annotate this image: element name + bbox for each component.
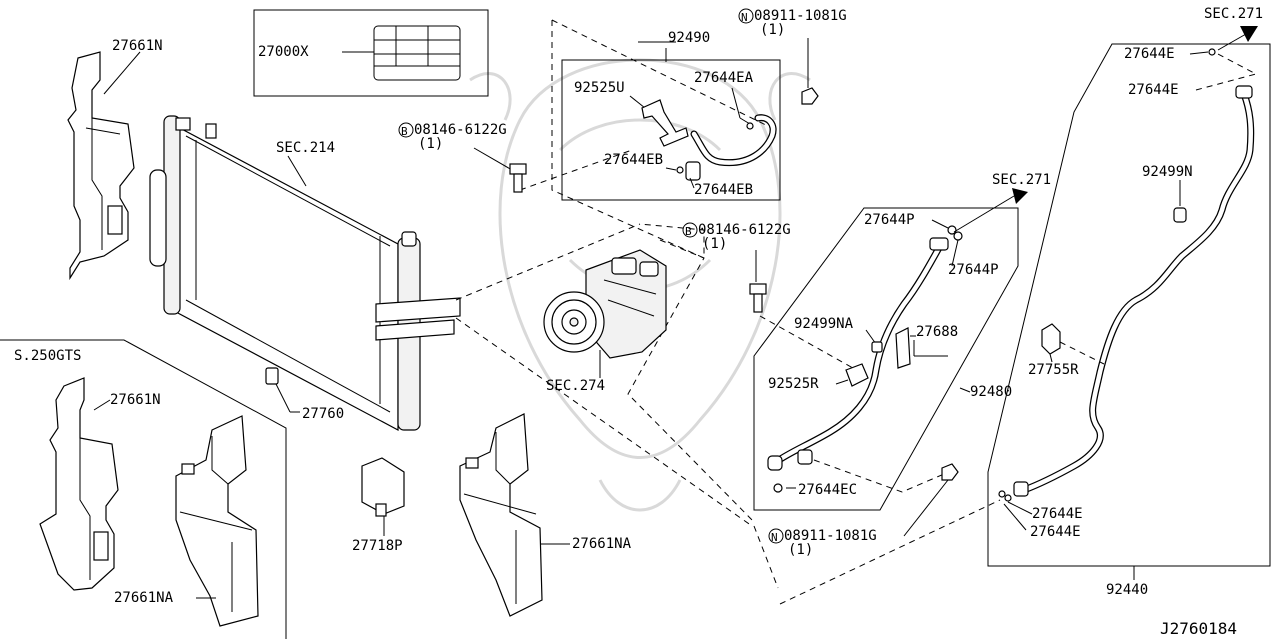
valve-92499na	[871, 341, 883, 353]
box-92490	[561, 59, 781, 201]
relay-27718p	[361, 457, 405, 517]
dashed-leader	[455, 317, 753, 527]
bracket-92525u	[641, 99, 689, 147]
label-92525r: 92525R	[768, 376, 819, 392]
label-27718p: 27718P	[352, 538, 403, 554]
arrow-sec271-mid	[1012, 188, 1028, 204]
label-92440: 92440	[1106, 582, 1148, 598]
label-92499na: 92499NA	[794, 316, 854, 332]
nut-08911-top	[801, 87, 819, 105]
label-27644eb-a: 27644EB	[604, 152, 663, 168]
label-08911-bottom-qty: (1)	[788, 542, 813, 558]
label-27644p-1: 27644P	[864, 212, 915, 228]
bolt-08146-mid	[749, 283, 767, 313]
circle-n-bottom: N	[771, 531, 778, 544]
nut-symbol	[768, 528, 784, 544]
dashed-outline-92490	[551, 20, 705, 259]
hose-92480	[767, 237, 949, 471]
label-27644ea: 27644EA	[694, 70, 754, 86]
label-27760: 27760	[302, 406, 344, 422]
label-27644p-2: 27644P	[948, 262, 999, 278]
bracket-27661na-left	[175, 415, 259, 627]
label-27644e-3: 27644E	[1032, 506, 1083, 522]
o-ring-27644p	[953, 231, 963, 241]
label-27644e-1: 27644E	[1124, 46, 1175, 62]
label-27661na-left: 27661NA	[114, 590, 174, 606]
dashed-leader	[455, 223, 641, 301]
dashed-leader	[779, 499, 1001, 605]
label-sec214: SEC.214	[276, 140, 335, 156]
label-27000x: 27000X	[258, 44, 309, 60]
bolt-symbol	[398, 122, 414, 138]
dashed-leader	[813, 459, 945, 493]
label-s250gts: S.250GTS	[14, 348, 81, 364]
nut-symbol	[738, 8, 754, 24]
caution-label-27000x	[373, 25, 461, 81]
bracket-27688	[895, 327, 911, 369]
condenser-sec214	[149, 115, 461, 431]
label-27661n-bottom: 27661N	[110, 392, 161, 408]
label-08911-bottom: 08911-1081G	[784, 528, 877, 544]
bracket-27661na-middle	[459, 413, 543, 617]
label-08146-top-qty: (1)	[418, 136, 443, 152]
o-ring-27644e	[1004, 494, 1012, 502]
nut-08911-bottom	[941, 463, 959, 481]
label-27661na-middle: 27661NA	[572, 536, 632, 552]
label-08911-top: 08911-1081G	[754, 8, 847, 24]
label-27688: 27688	[916, 324, 958, 340]
label-92499n: 92499N	[1142, 164, 1193, 180]
sensor-27760	[265, 367, 279, 385]
leader	[103, 51, 141, 95]
circle-b-top: B	[401, 125, 408, 138]
box-92440	[987, 43, 1271, 567]
bracket-27661n-top	[67, 51, 135, 281]
dashed-leader	[759, 315, 861, 373]
circle-b-mid: B	[685, 225, 692, 238]
label-92490: 92490	[668, 30, 710, 46]
label-box	[253, 9, 489, 97]
circle-n-top: N	[741, 11, 748, 24]
s250gts-box	[0, 339, 287, 639]
bolt-symbol	[682, 222, 698, 238]
label-08911-top-qty: (1)	[760, 22, 785, 38]
label-sec274: SEC.274	[546, 378, 605, 394]
dashed-leader	[753, 525, 779, 589]
label-92480: 92480	[970, 384, 1012, 400]
label-27644e-2: 27644E	[1128, 82, 1179, 98]
label-92525u: 92525U	[574, 80, 625, 96]
label-27644e-4: 27644E	[1030, 524, 1081, 540]
bolt-08146-top	[509, 163, 527, 193]
dashed-leader	[551, 19, 777, 131]
label-sec271-mid: SEC.271	[992, 172, 1051, 188]
bracket-27661n-bottom	[39, 377, 119, 591]
o-ring-27644e	[998, 490, 1006, 498]
label-08146-mid: 08146-6122G	[698, 222, 791, 238]
dashed-leader	[519, 149, 633, 191]
dashed-leader	[1195, 53, 1258, 91]
o-ring-27644e	[1208, 48, 1216, 56]
o-ring-27644eb	[676, 166, 684, 174]
label-08146-mid-qty: (1)	[702, 236, 727, 252]
pipe-92440	[1013, 85, 1255, 497]
label-27644eb-b: 27644EB	[694, 182, 753, 198]
label-08146-top: 08146-6122G	[414, 122, 507, 138]
o-ring-27644ec	[773, 483, 783, 493]
box-92480	[753, 207, 1019, 511]
diagram-id: J2760184	[1160, 619, 1237, 638]
bracket-92525r	[845, 363, 869, 387]
compressor-sec274	[543, 249, 667, 359]
o-ring-27644ea	[746, 122, 754, 130]
label-27661n-top: 27661N	[112, 38, 163, 54]
label-27755r: 27755R	[1028, 362, 1079, 378]
hose-92490	[685, 114, 777, 181]
dashed-leader	[1059, 341, 1105, 365]
clip-27755r	[1041, 323, 1061, 355]
label-sec271-top: SEC.271	[1204, 6, 1263, 22]
label-27644ec: 27644EC	[798, 482, 857, 498]
arrow-sec271-top	[1240, 26, 1258, 42]
